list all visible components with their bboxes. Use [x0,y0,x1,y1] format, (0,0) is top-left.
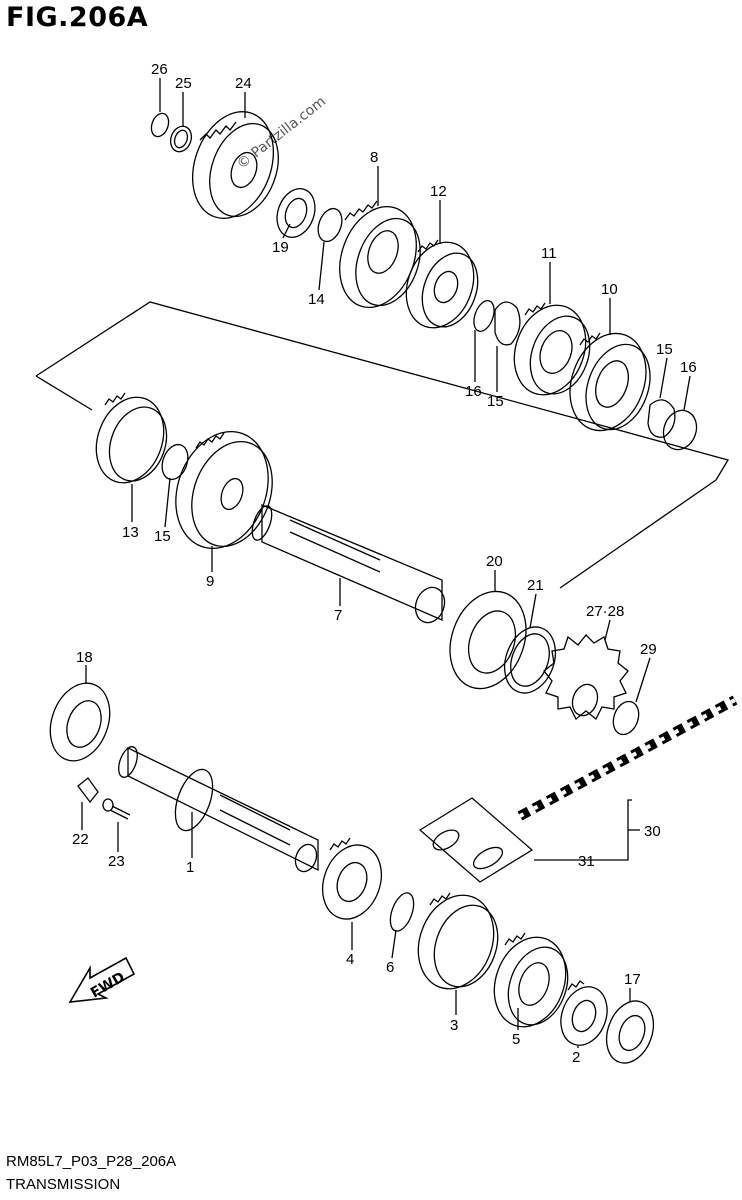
callout-label: 11 [541,245,557,262]
callout-label: 7 [334,607,342,624]
part-27-28-sprocket [543,634,629,721]
part-5-gear [493,932,569,1028]
part-3-gear [417,892,499,990]
callout-label: 4 [346,951,354,968]
part-1-main-shaft [118,746,319,873]
callout-label: 1 [186,859,194,876]
callout-label: 24 [235,75,252,92]
part-17-bearing [605,1000,655,1064]
part-15-circlip-right [662,409,698,451]
part-11-gear [513,302,591,396]
part-13-gear [95,392,168,484]
callout-label: 5 [512,1031,520,1048]
callout-label: 3 [450,1017,458,1034]
figure-title: FIG.206A [6,2,149,33]
callout-label: 29 [640,641,657,658]
callout-label: 16 [680,359,697,376]
part-16-washer-right [647,399,676,438]
part-2-gear [560,980,608,1046]
callout-label: 27·28 [586,603,624,620]
callout-label: 22 [72,831,89,848]
part-8-gear [339,200,421,309]
callout-label: 30 [644,823,661,840]
part-7-countershaft [251,504,446,624]
callout-label: 19 [272,239,289,256]
callout-label: 18 [76,649,93,666]
part-25-washer [169,125,193,153]
assembly-box-outline-lower [35,375,93,411]
part-26-circlip [150,112,170,138]
part-20-bearing [449,590,527,690]
callout-label: 14 [308,291,325,308]
callout-label: 8 [370,149,378,166]
part-12-gear [405,239,479,329]
part-15-circlip-left [161,443,189,481]
part-31-chain-joint [418,797,534,883]
callout-label: 23 [108,853,125,870]
part-30-drive-chain [517,695,738,821]
part-9-gear [175,430,273,550]
callout-label: 2 [572,1049,580,1066]
figure-code: RM85L7_P03_P28_206A [6,1153,177,1170]
part-29-circlip [612,700,640,736]
part-24-gear [191,111,279,219]
assembly-box-outline [35,301,729,481]
part-15-circlip [473,300,495,332]
callout-label: 9 [206,573,214,590]
part-19-bearing [276,188,316,238]
part-4-gear [322,837,382,920]
part-22-plate [77,777,99,804]
part-23-bolt [102,798,131,820]
part-21-oil-seal [503,626,557,694]
fwd-label: FWD [88,969,128,1001]
part-10-gear [569,332,651,432]
callout-label: 20 [486,553,503,570]
callout-label: 17 [624,971,641,988]
callout-label: 15 [656,341,673,358]
callout-label: 15 [154,528,171,545]
figure-name: TRANSMISSION [6,1176,121,1193]
callout-label: 15 [487,393,504,410]
callout-label: 12 [430,183,447,200]
callout-label: 31 [578,853,595,870]
callout-label: 25 [175,75,192,92]
part-16-washer [494,301,521,346]
callout-label: 21 [527,577,544,594]
callout-label: 10 [601,281,618,298]
part-14-washer [317,207,343,243]
callout-label: 6 [386,959,394,976]
callout-label: 13 [122,524,139,541]
part-6-circlip [389,892,415,932]
fwd-arrow-icon [68,956,136,1003]
callout-label: 26 [151,61,168,78]
part-18-bearing [49,682,111,762]
callout-label: 16 [465,383,482,400]
